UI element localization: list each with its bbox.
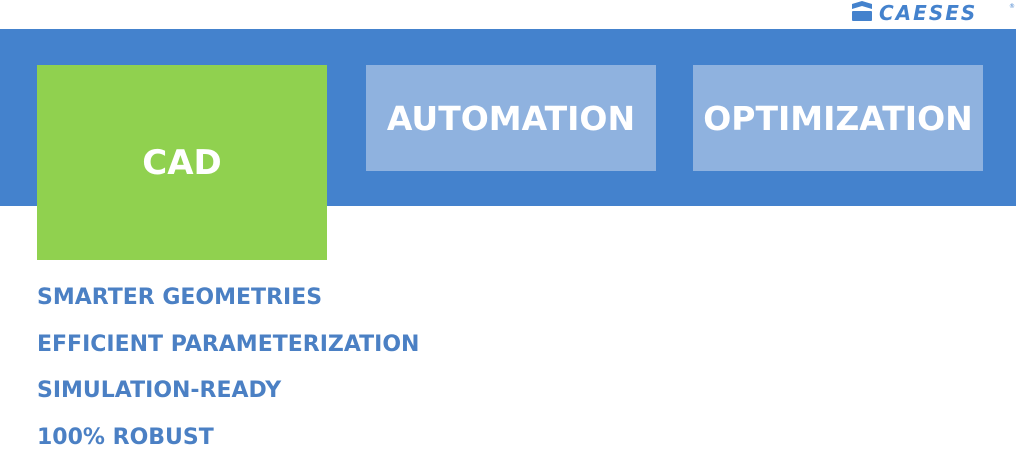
- tab-optimization[interactable]: OPTIMIZATION: [693, 65, 983, 171]
- feature-list: SMARTER GEOMETRIES EFFICIENT PARAMETERIZ…: [37, 283, 419, 469]
- feature-item: SMARTER GEOMETRIES: [37, 285, 323, 310]
- registered-mark: ®: [1009, 3, 1015, 10]
- tab-cad-label: CAD: [142, 142, 222, 183]
- feature-item: 100% ROBUST: [37, 424, 214, 450]
- feature-item: SIMULATION-READY: [37, 378, 282, 403]
- tab-automation-label: AUTOMATION: [386, 98, 636, 138]
- tab-optimization-label: OPTIMIZATION: [703, 98, 973, 138]
- tab-automation[interactable]: AUTOMATION: [366, 65, 656, 171]
- caeses-logo: CAESES ®: [846, 0, 1016, 28]
- tab-cad[interactable]: CAD: [37, 65, 327, 260]
- logo-wordmark: CAESES: [879, 1, 977, 25]
- caeses-logo-mark: CAESES ®: [852, 1, 1015, 25]
- feature-item: EFFICIENT PARAMETERIZATION: [37, 331, 420, 357]
